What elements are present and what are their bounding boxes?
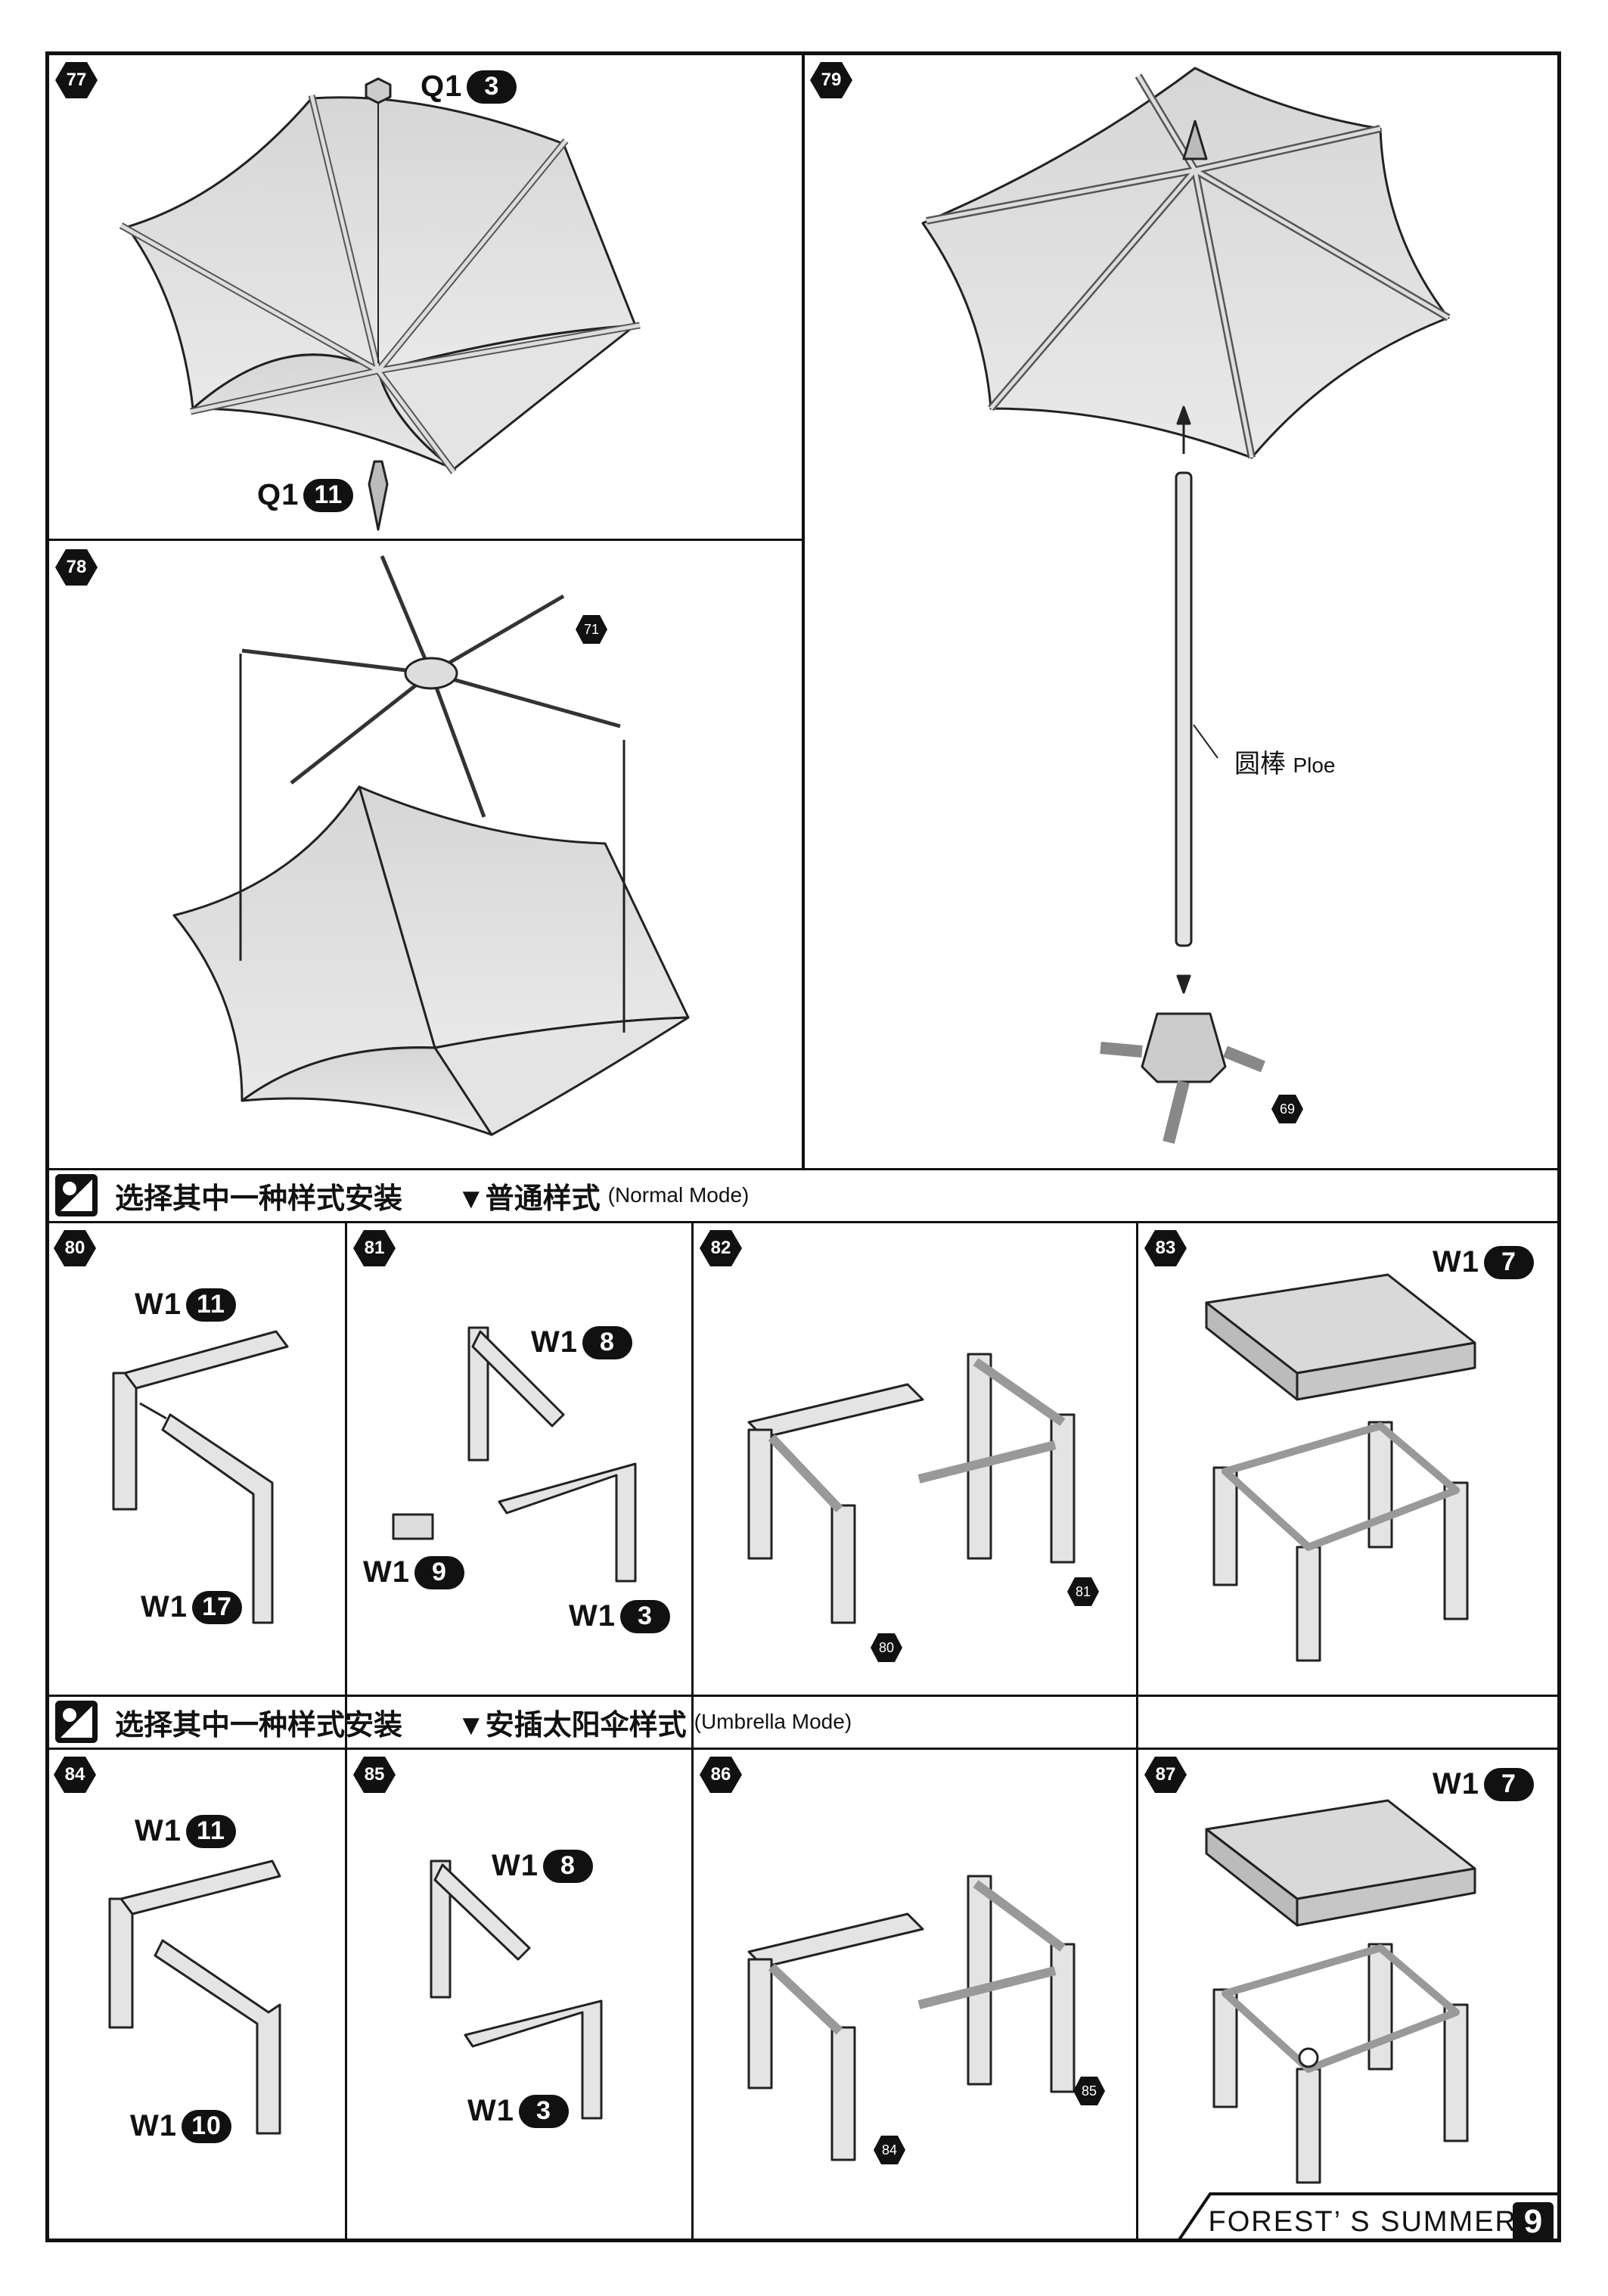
- step-number-79: 79: [809, 61, 853, 100]
- reference-step-80: 80: [870, 1633, 903, 1663]
- step-number-81: 81: [352, 1229, 396, 1268]
- divider: [47, 539, 803, 541]
- sprue-label: W1: [135, 1814, 182, 1847]
- pole-label: 圆棒 Ploe: [1234, 750, 1336, 778]
- step-number-78: 78: [54, 548, 98, 587]
- option-banner-umbrella: 选择其中一种样式安装 ▼安插太阳伞样式 (Umbrella Mode): [54, 1700, 852, 1744]
- banner-mode: ▼普通样式: [457, 1182, 601, 1215]
- divider: [1136, 1221, 1138, 2241]
- divider: [47, 1748, 1560, 1750]
- part-number: 3: [519, 2094, 569, 2128]
- part-number: 3: [620, 1599, 670, 1633]
- reference-step-71: 71: [575, 614, 608, 645]
- part-number: 7: [1484, 1767, 1534, 1801]
- step-number-86: 86: [699, 1755, 743, 1794]
- part-number: 8: [543, 1849, 593, 1883]
- sprue-label: W1: [1433, 1767, 1479, 1800]
- part-number: 9: [414, 1555, 464, 1589]
- reference-step-81: 81: [1066, 1577, 1100, 1607]
- banner-mode: ▼安插太阳伞样式: [457, 1709, 687, 1741]
- option-banner-normal: 选择其中一种样式安装 ▼普通样式 (Normal Mode): [54, 1173, 749, 1217]
- choose-option-icon: [55, 1174, 98, 1216]
- banner-mode-en: (Umbrella Mode): [694, 1710, 852, 1733]
- sprue-label: W1: [363, 1555, 410, 1589]
- sprue-label: W1: [130, 2109, 177, 2142]
- sprue-label: Q1: [257, 478, 300, 511]
- sprue-label: W1: [531, 1325, 578, 1359]
- banner-instruction: 选择其中一种样式安装: [115, 1709, 403, 1741]
- divider: [47, 1221, 1560, 1223]
- divider: [802, 53, 805, 1170]
- part-number: 7: [1484, 1245, 1534, 1279]
- part-number: 8: [582, 1325, 632, 1359]
- sprue-label: W1: [1433, 1245, 1479, 1278]
- choose-option-icon: [55, 1701, 98, 1743]
- sprue-label: W1: [141, 1590, 188, 1623]
- sprue-label: W1: [135, 1288, 182, 1321]
- step-number-82: 82: [699, 1229, 743, 1268]
- step-number-84: 84: [53, 1755, 97, 1794]
- part-number: 17: [192, 1590, 242, 1624]
- sprue-label: Q1: [421, 70, 463, 103]
- product-title: FOREST’ S SUMMER: [1208, 2205, 1517, 2238]
- step-number-80: 80: [53, 1229, 97, 1268]
- banner-instruction: 选择其中一种样式安装: [115, 1182, 403, 1215]
- reference-step-69: 69: [1271, 1094, 1304, 1124]
- divider: [47, 1168, 1560, 1170]
- divider: [47, 1695, 1560, 1697]
- step-number-77: 77: [54, 61, 98, 100]
- step-number-85: 85: [352, 1755, 396, 1794]
- banner-mode-en: (Normal Mode): [607, 1183, 750, 1207]
- step-number-83: 83: [1144, 1229, 1187, 1268]
- reference-step-84: 84: [873, 2135, 906, 2165]
- part-number: 3: [467, 70, 517, 104]
- page-number: 9: [1513, 2202, 1554, 2242]
- divider: [691, 1221, 694, 2241]
- step-number-87: 87: [1144, 1755, 1187, 1794]
- reference-step-85: 85: [1073, 2076, 1106, 2106]
- divider: [345, 1221, 347, 2241]
- sprue-label: W1: [492, 1849, 539, 1882]
- sprue-label: W1: [467, 2094, 514, 2127]
- part-number: 11: [186, 1814, 236, 1848]
- part-number: 11: [303, 478, 354, 512]
- part-number: 11: [186, 1288, 236, 1322]
- part-number: 10: [182, 2109, 231, 2143]
- sprue-label: W1: [569, 1599, 616, 1633]
